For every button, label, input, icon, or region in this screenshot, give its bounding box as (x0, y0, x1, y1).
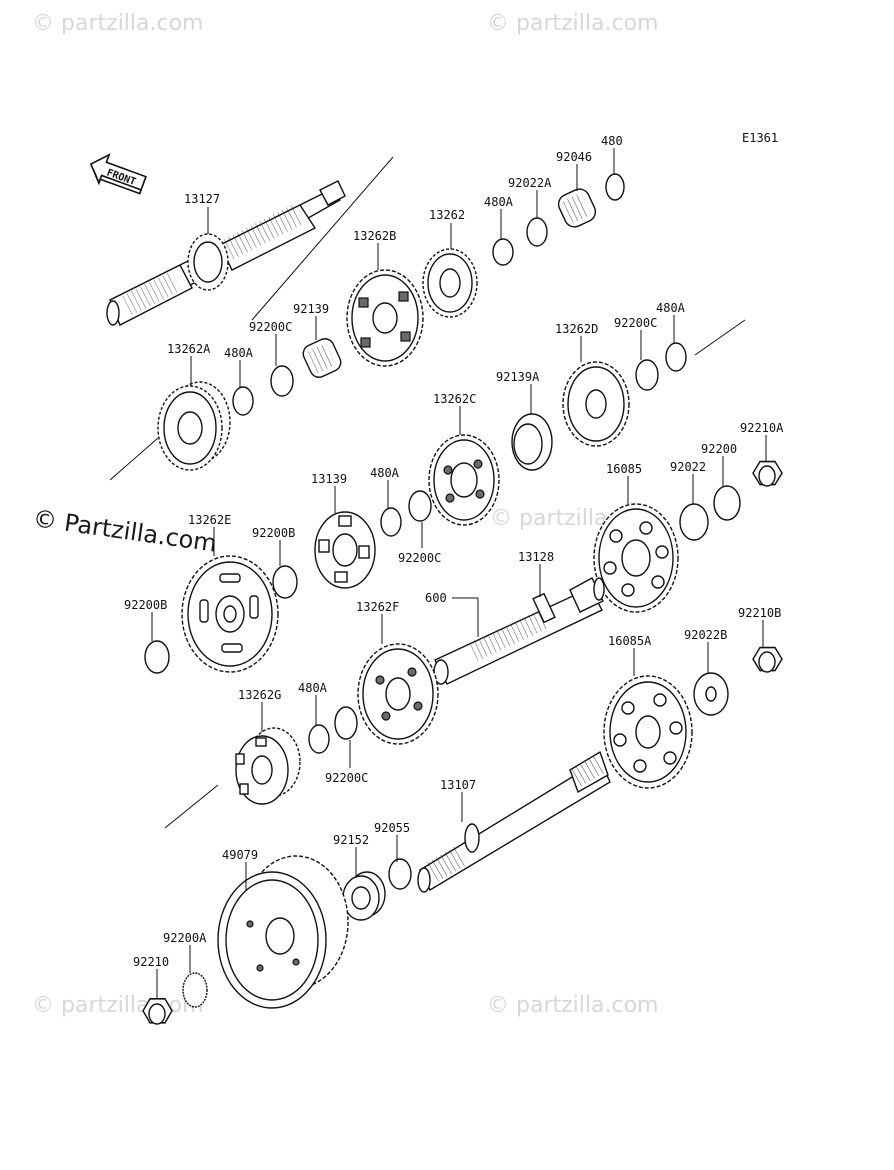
leader-lines (151, 148, 767, 998)
washer-92200C-c (408, 490, 432, 522)
label-13262G: 13262G (238, 688, 281, 702)
nut-92210A (752, 460, 783, 487)
gear-13262B (346, 269, 424, 367)
bearing-92046 (557, 188, 597, 228)
shifter-13139 (314, 511, 376, 589)
label-480A-c: 480A (370, 466, 400, 480)
label-92200C-a: 92200C (249, 320, 292, 334)
bushing-92139A (511, 413, 553, 471)
label-480A-top: 480A (484, 195, 514, 209)
label-92210B: 92210B (738, 606, 781, 620)
label-16085: 16085 (606, 462, 642, 476)
label-92210A: 92210A (740, 421, 784, 435)
label-13262D: 13262D (555, 322, 598, 336)
label-92022B: 92022B (684, 628, 727, 642)
diagram-code: E1361 (742, 131, 778, 145)
label-13127: 13127 (184, 192, 220, 206)
label-480: 480 (601, 134, 623, 148)
label-13262B: 13262B (353, 229, 396, 243)
gear-13262 (422, 248, 478, 318)
label-13262A: 13262A (167, 342, 211, 356)
washer-92200B-b (144, 640, 170, 674)
gear-16085A (603, 675, 693, 789)
shaft-13107 (417, 750, 611, 893)
label-13262E: 13262E (188, 513, 231, 527)
washer-92200C-d (334, 706, 358, 740)
label-92200A: 92200A (163, 931, 207, 945)
circlip-480A-a (232, 386, 254, 416)
axis-line (164, 784, 219, 829)
label-92046: 92046 (556, 150, 592, 164)
washer-hole (705, 686, 717, 702)
watermark-bottom-left: © partzilla.com (32, 993, 203, 1018)
washer-92022 (679, 503, 709, 541)
washer-92200B-a (272, 565, 298, 599)
circlip-480A-top (492, 238, 514, 266)
label-92152: 92152 (333, 833, 369, 847)
gear-49079 (217, 855, 349, 1009)
part-labels: 13127 13262B 13262 480A 92022A 92046 480… (124, 134, 784, 969)
circlip-480A-d (308, 724, 330, 754)
label-92200C-b: 92200C (614, 316, 657, 330)
washer-92200 (713, 485, 741, 521)
gear-13262E (181, 555, 279, 673)
label-92200: 92200 (701, 442, 737, 456)
circlip-480A-c (380, 507, 402, 537)
label-92055: 92055 (374, 821, 410, 835)
circlip-480A-b (665, 342, 687, 372)
front-arrow-icon: FRONT (89, 153, 147, 195)
axis-line (109, 437, 159, 481)
oring-92055 (388, 858, 412, 890)
label-480A-b: 480A (656, 301, 686, 315)
label-92022: 92022 (670, 460, 706, 474)
label-13262F: 13262F (356, 600, 399, 614)
watermark-bottom-right: © partzilla.com (487, 993, 658, 1018)
gear-13262A (157, 381, 231, 471)
washer-92200A (182, 972, 208, 1008)
label-13107: 13107 (440, 778, 476, 792)
label-92200C-c: 92200C (398, 551, 441, 565)
axis-line (694, 319, 746, 356)
circlip-480 (605, 173, 625, 201)
gear-16085 (593, 503, 679, 613)
main-shaft-13127 (106, 180, 346, 327)
label-92022A: 92022A (508, 176, 552, 190)
gear-13262C (428, 434, 500, 526)
gear-13262F (357, 643, 439, 745)
washer-92200C-b (635, 359, 659, 391)
washer-92022A (526, 217, 548, 247)
gear-13262G (235, 727, 301, 805)
nut-92210B (752, 646, 783, 673)
washer-92200C-a (270, 365, 294, 397)
label-92210: 92210 (133, 955, 169, 969)
label-13262: 13262 (429, 208, 465, 222)
label-600: 600 (425, 591, 447, 605)
label-13128: 13128 (518, 550, 554, 564)
axis-line (251, 156, 394, 321)
label-480A-d: 480A (298, 681, 328, 695)
label-92200B-b: 92200B (124, 598, 167, 612)
label-49079: 49079 (222, 848, 258, 862)
bearing-92139 (302, 338, 342, 378)
label-92139: 92139 (293, 302, 329, 316)
label-480A-a: 480A (224, 346, 254, 360)
label-13262C: 13262C (433, 392, 476, 406)
label-92200B-a: 92200B (252, 526, 295, 540)
nut-92210 (142, 997, 173, 1025)
watermark-top-right: © partzilla.com (487, 11, 658, 36)
label-16085A: 16085A (608, 634, 652, 648)
watermark-top-left: © partzilla.com (32, 11, 203, 36)
gear-13262D (562, 361, 630, 447)
label-92139A: 92139A (496, 370, 540, 384)
label-92200C-d: 92200C (325, 771, 368, 785)
label-13139: 13139 (311, 472, 347, 486)
shaft-13128 (433, 577, 605, 685)
collar-92152 (342, 871, 386, 921)
